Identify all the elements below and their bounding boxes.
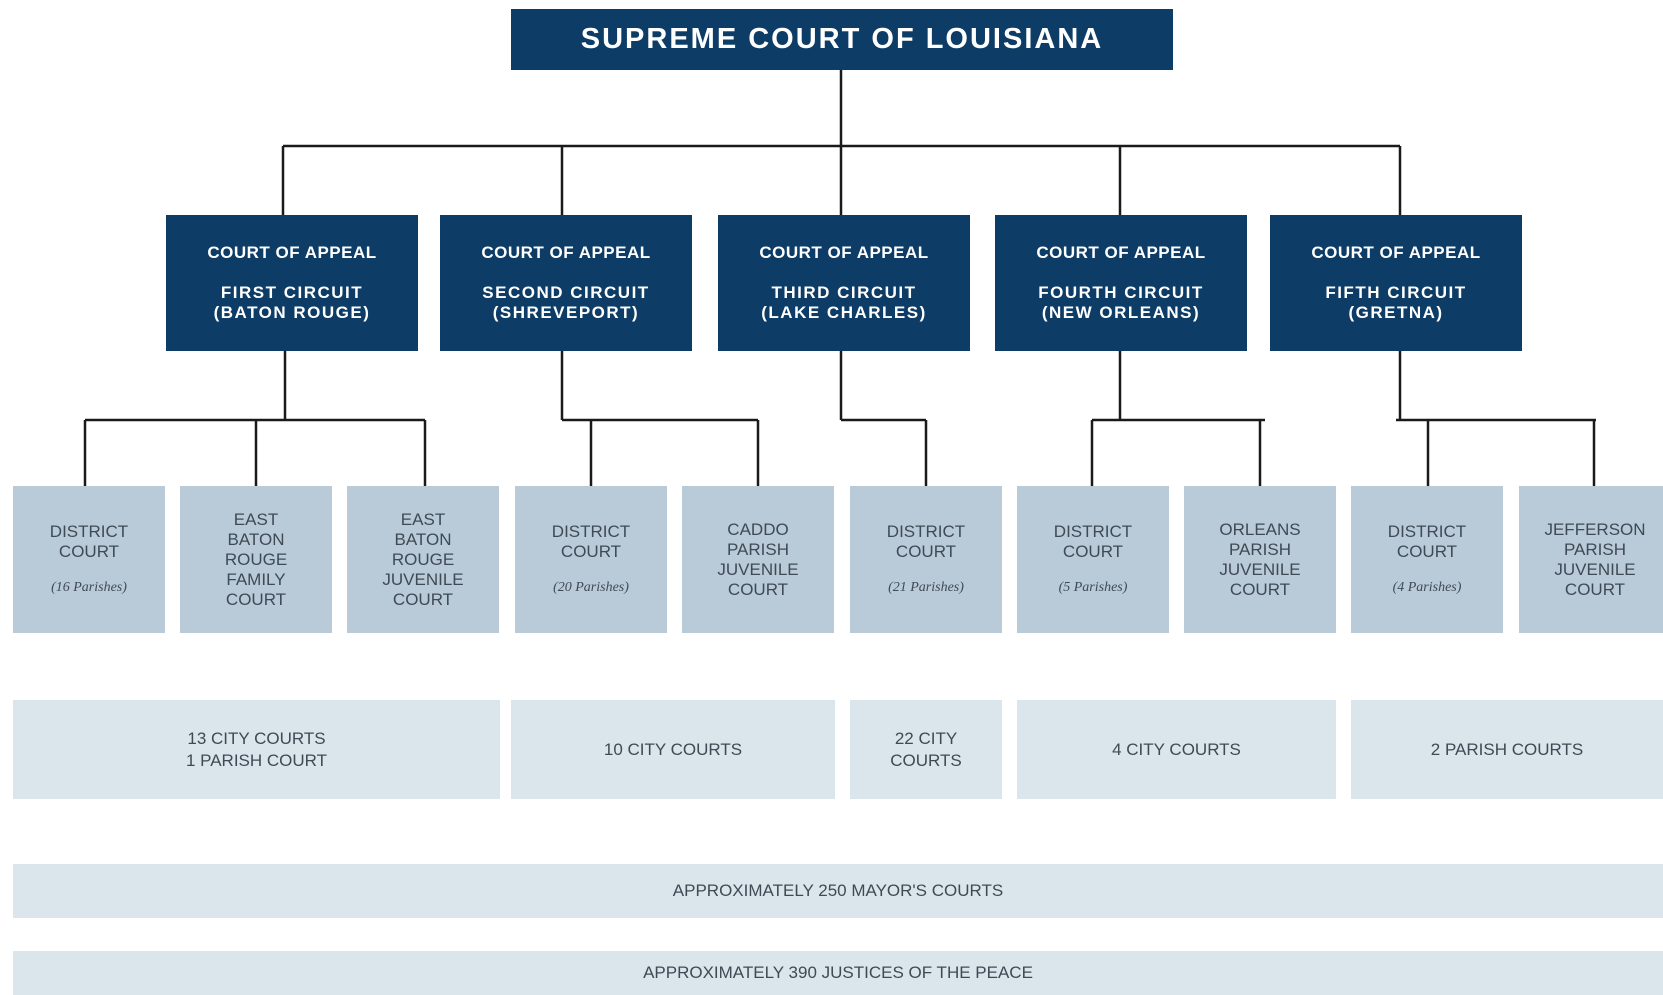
appeal-city: (NEW ORLEANS): [1041, 303, 1201, 322]
trial-court-box: EAST BATON ROUGE JUVENILE COURT: [347, 486, 499, 633]
justices-of-peace-label: APPROXIMATELY 390 JUSTICES OF THE PEACE: [643, 963, 1033, 982]
trial-court-line: BATON: [227, 529, 285, 549]
trial-court-line: COURT: [895, 541, 957, 561]
city-courts-line: 22 CITY: [894, 728, 958, 748]
city-courts-line: COURTS: [890, 750, 962, 770]
appeal-fifth-circuit-box: COURT OF APPEAL FIFTH CIRCUIT (GRETNA): [1270, 215, 1522, 351]
appeal-city: (SHREVEPORT): [492, 303, 640, 322]
trial-court-line: ROUGE: [224, 549, 288, 569]
trial-court-box: JEFFERSON PARISH JUVENILE COURT: [1519, 486, 1663, 633]
trial-court-line: EAST: [233, 509, 279, 529]
supreme-court-title: SUPREME COURT OF LOUISIANA: [580, 23, 1104, 55]
appeal-circuit: SECOND CIRCUIT: [482, 283, 650, 302]
trial-court-line: JUVENILE: [717, 559, 799, 579]
trial-court-line: COURT: [392, 589, 454, 609]
parish-courts-box: 2 PARISH COURTS: [1351, 700, 1663, 799]
justices-of-peace-bar: APPROXIMATELY 390 JUSTICES OF THE PEACE: [13, 951, 1663, 995]
trial-court-line: BATON: [394, 529, 452, 549]
trial-court-line: COURT: [727, 579, 789, 599]
trial-court-line: DISTRICT: [1053, 521, 1133, 541]
city-courts-line: 13 CITY COURTS: [187, 728, 326, 748]
trial-court-box: ORLEANS PARISH JUVENILE COURT: [1184, 486, 1336, 633]
trial-court-box: DISTRICT COURT (5 Parishes): [1017, 486, 1169, 633]
appeal-second-circuit-box: COURT OF APPEAL SECOND CIRCUIT (SHREVEPO…: [440, 215, 692, 351]
appeal-title: COURT OF APPEAL: [1036, 243, 1206, 262]
trial-court-line: PARISH: [1228, 539, 1292, 559]
mayors-courts-bar: APPROXIMATELY 250 MAYOR'S COURTS: [13, 864, 1663, 918]
trial-court-line: DISTRICT: [886, 521, 966, 541]
trial-court-line: COURT: [1062, 541, 1124, 561]
parish-count: (16 Parishes): [51, 579, 127, 595]
appeal-city: (GRETNA): [1348, 303, 1444, 322]
trial-court-line: DISTRICT: [1387, 521, 1467, 541]
appeal-title: COURT OF APPEAL: [207, 243, 377, 262]
mayors-courts-label: APPROXIMATELY 250 MAYOR'S COURTS: [672, 881, 1004, 900]
trial-court-line: ORLEANS: [1219, 519, 1301, 539]
trial-court-line: DISTRICT: [49, 521, 129, 541]
city-courts-line: 1 PARISH COURT: [185, 750, 328, 770]
city-courts-box: 13 CITY COURTS 1 PARISH COURT: [13, 700, 500, 799]
trial-court-line: FAMILY: [226, 569, 286, 589]
appeal-circuit: FIFTH CIRCUIT: [1325, 283, 1467, 302]
city-courts-box: 10 CITY COURTS: [511, 700, 835, 799]
trial-court-line: JUVENILE: [1219, 559, 1301, 579]
appeal-city: (LAKE CHARLES): [761, 303, 927, 322]
trial-court-line: COURT: [1229, 579, 1291, 599]
trial-court-line: DISTRICT: [551, 521, 631, 541]
trial-court-line: COURT: [1564, 579, 1626, 599]
trial-court-line: ROUGE: [391, 549, 455, 569]
trial-court-line: PARISH: [726, 539, 790, 559]
city-courts-line: 4 CITY COURTS: [1112, 739, 1241, 759]
trial-court-box: DISTRICT COURT (4 Parishes): [1351, 486, 1503, 633]
trial-court-box: DISTRICT COURT (20 Parishes): [515, 486, 667, 633]
trial-court-line: COURT: [225, 589, 287, 609]
parish-count: (20 Parishes): [553, 579, 629, 595]
appeal-title: COURT OF APPEAL: [759, 243, 929, 262]
city-courts-box: 4 CITY COURTS: [1017, 700, 1336, 799]
trial-court-box: DISTRICT COURT (21 Parishes): [850, 486, 1002, 633]
appeal-circuit: THIRD CIRCUIT: [771, 283, 917, 302]
city-courts-box: 22 CITY COURTS: [850, 700, 1002, 799]
trial-court-line: COURT: [560, 541, 622, 561]
parish-count: (5 Parishes): [1058, 579, 1128, 595]
trial-court-line: COURT: [58, 541, 120, 561]
trial-court-line: PARISH: [1563, 539, 1627, 559]
trial-court-line: JUVENILE: [1554, 559, 1636, 579]
supreme-court-box: SUPREME COURT OF LOUISIANA: [511, 9, 1173, 70]
appeal-city: (BATON ROUGE): [213, 303, 371, 322]
appeal-first-circuit-box: COURT OF APPEAL FIRST CIRCUIT (BATON ROU…: [166, 215, 418, 351]
trial-court-line: CADDO: [727, 519, 789, 539]
trial-court-line: COURT: [1396, 541, 1458, 561]
trial-court-box: DISTRICT COURT (16 Parishes): [13, 486, 165, 633]
appeal-title: COURT OF APPEAL: [481, 243, 651, 262]
appeal-circuit: FOURTH CIRCUIT: [1038, 283, 1204, 302]
trial-court-box: CADDO PARISH JUVENILE COURT: [682, 486, 834, 633]
parish-courts-line: 2 PARISH COURTS: [1430, 739, 1584, 759]
appeal-title: COURT OF APPEAL: [1311, 243, 1481, 262]
trial-court-line: JEFFERSON: [1544, 519, 1646, 539]
parish-count: (4 Parishes): [1392, 579, 1462, 595]
parish-count: (21 Parishes): [888, 579, 964, 595]
appeal-fourth-circuit-box: COURT OF APPEAL FOURTH CIRCUIT (NEW ORLE…: [995, 215, 1247, 351]
appeal-third-circuit-box: COURT OF APPEAL THIRD CIRCUIT (LAKE CHAR…: [718, 215, 970, 351]
city-courts-line: 10 CITY COURTS: [603, 739, 743, 759]
trial-court-line: JUVENILE: [382, 569, 464, 589]
appeal-circuit: FIRST CIRCUIT: [220, 283, 364, 302]
trial-court-box: EAST BATON ROUGE FAMILY COURT: [180, 486, 332, 633]
trial-court-line: EAST: [400, 509, 446, 529]
